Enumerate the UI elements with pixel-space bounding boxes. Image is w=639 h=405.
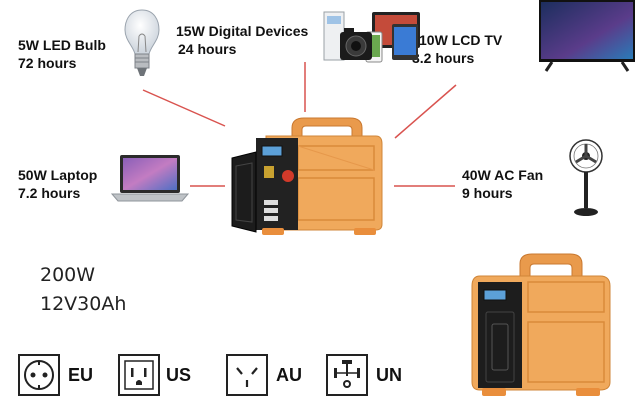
plug-label-us: US: [166, 365, 192, 385]
eu-socket-icon: [18, 354, 60, 396]
device-label-laptop: 50W Laptop 7.2 hours: [18, 166, 97, 202]
universal-socket-icon: [326, 354, 368, 396]
device-label-digital: 15W Digital Devices 24 hours: [176, 22, 308, 58]
laptop-icon: [110, 155, 190, 202]
device-runtime: 9 hours: [462, 185, 513, 201]
us-socket-icon: [118, 354, 160, 396]
device-label-tv: 110W LCD TV 3.2 hours: [412, 31, 502, 67]
connector-bulb: [142, 89, 226, 127]
connector-tv: [394, 84, 457, 139]
device-label-bulb: 5W LED Bulb 72 hours: [18, 36, 106, 72]
power-station-main: [231, 117, 383, 235]
battery-spec: 12V30Ah: [40, 293, 127, 315]
device-name: 110W LCD TV: [412, 32, 503, 48]
plug-label-eu: EU: [68, 365, 94, 385]
device-runtime: 72 hours: [18, 55, 77, 71]
lcd-tv-icon: [539, 0, 635, 72]
power-station-front: [471, 253, 611, 396]
device-runtime: 3.2 hours: [412, 50, 475, 66]
plug-label-au: AU: [276, 365, 302, 385]
light-bulb-icon: [124, 9, 160, 76]
fan-icon: [569, 139, 603, 216]
device-name: 50W Laptop: [18, 167, 98, 183]
power-spec: 200W: [40, 264, 96, 286]
device-label-fan: 40W AC Fan 9 hours: [462, 166, 543, 202]
au-socket-icon: [226, 354, 268, 396]
device-runtime: 24 hours: [178, 41, 237, 57]
device-runtime: 7.2 hours: [18, 185, 81, 201]
plug-label-un: UN: [376, 365, 402, 385]
device-name: 15W Digital Devices: [176, 23, 309, 39]
device-name: 5W LED Bulb: [18, 37, 106, 53]
device-name: 40W AC Fan: [462, 167, 544, 183]
digital-devices-icon: [323, 11, 420, 63]
